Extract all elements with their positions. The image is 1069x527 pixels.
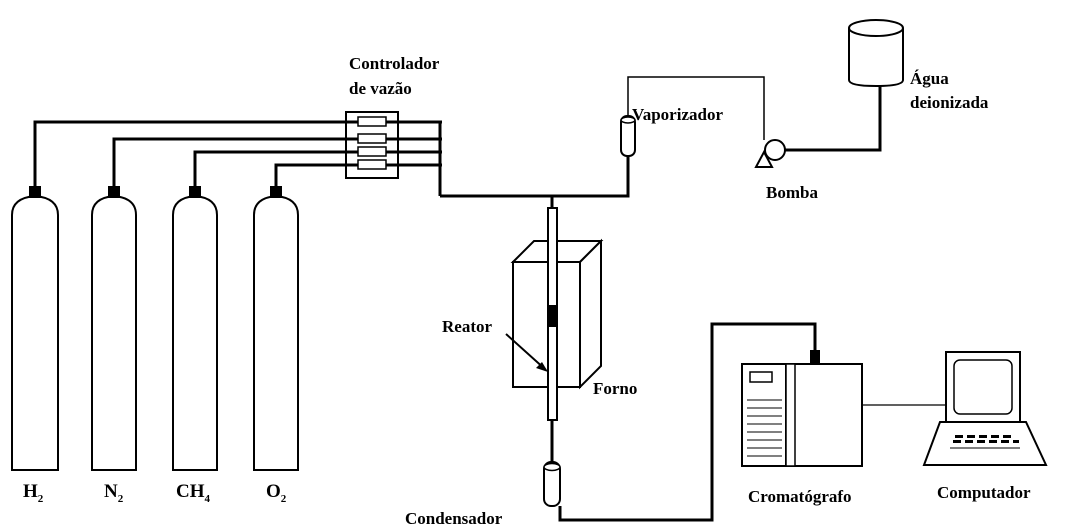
water-label-line2: deionizada (910, 93, 989, 112)
cylinder-n2 (91, 186, 137, 471)
controller-label-line1: Controlador (349, 54, 440, 73)
condenser (543, 322, 817, 522)
furnace-label: Forno (593, 379, 637, 398)
pump (754, 85, 882, 168)
gas-label-h2: H2 (23, 481, 44, 505)
gas-label-sub: 2 (118, 493, 124, 505)
water-tank (848, 19, 904, 88)
computer (922, 351, 1048, 466)
condenser-label: Condensador (405, 509, 503, 527)
gas-label-n2: N2 (104, 481, 124, 505)
reactor-label: Reator (442, 317, 492, 336)
feed-line (440, 155, 630, 198)
gas-label-main: N (104, 481, 118, 502)
gas-label-main: O (266, 481, 281, 502)
chromatograph-label: Cromatógrafo (748, 487, 852, 506)
gas-label-main: CH (176, 481, 205, 502)
gas-label-main: H (23, 481, 38, 502)
reactor-arrow (505, 333, 548, 372)
controller-label-line2: de vazão (349, 79, 412, 98)
gas-label-sub: 4 (205, 493, 211, 505)
cylinder-o2 (253, 186, 299, 471)
gas-label-ch4: CH4 (176, 481, 211, 505)
gas-label-sub: 2 (281, 493, 287, 505)
cylinder-h2 (11, 186, 59, 471)
furnace (510, 238, 604, 390)
cylinder-ch4 (172, 186, 218, 471)
computer-label: Computador (937, 483, 1031, 502)
vaporizer-label: Vaporizador (632, 105, 723, 124)
gas-label-o2: O2 (266, 481, 287, 505)
vaporizer (620, 76, 765, 157)
pump-label: Bomba (766, 183, 818, 202)
reactor-tube (547, 196, 558, 462)
gas-label-sub: 2 (38, 493, 44, 505)
chromatograph (741, 350, 863, 467)
gas-lines (33, 120, 442, 196)
flow-controller (345, 111, 442, 179)
water-label-line1: Água (910, 69, 949, 88)
